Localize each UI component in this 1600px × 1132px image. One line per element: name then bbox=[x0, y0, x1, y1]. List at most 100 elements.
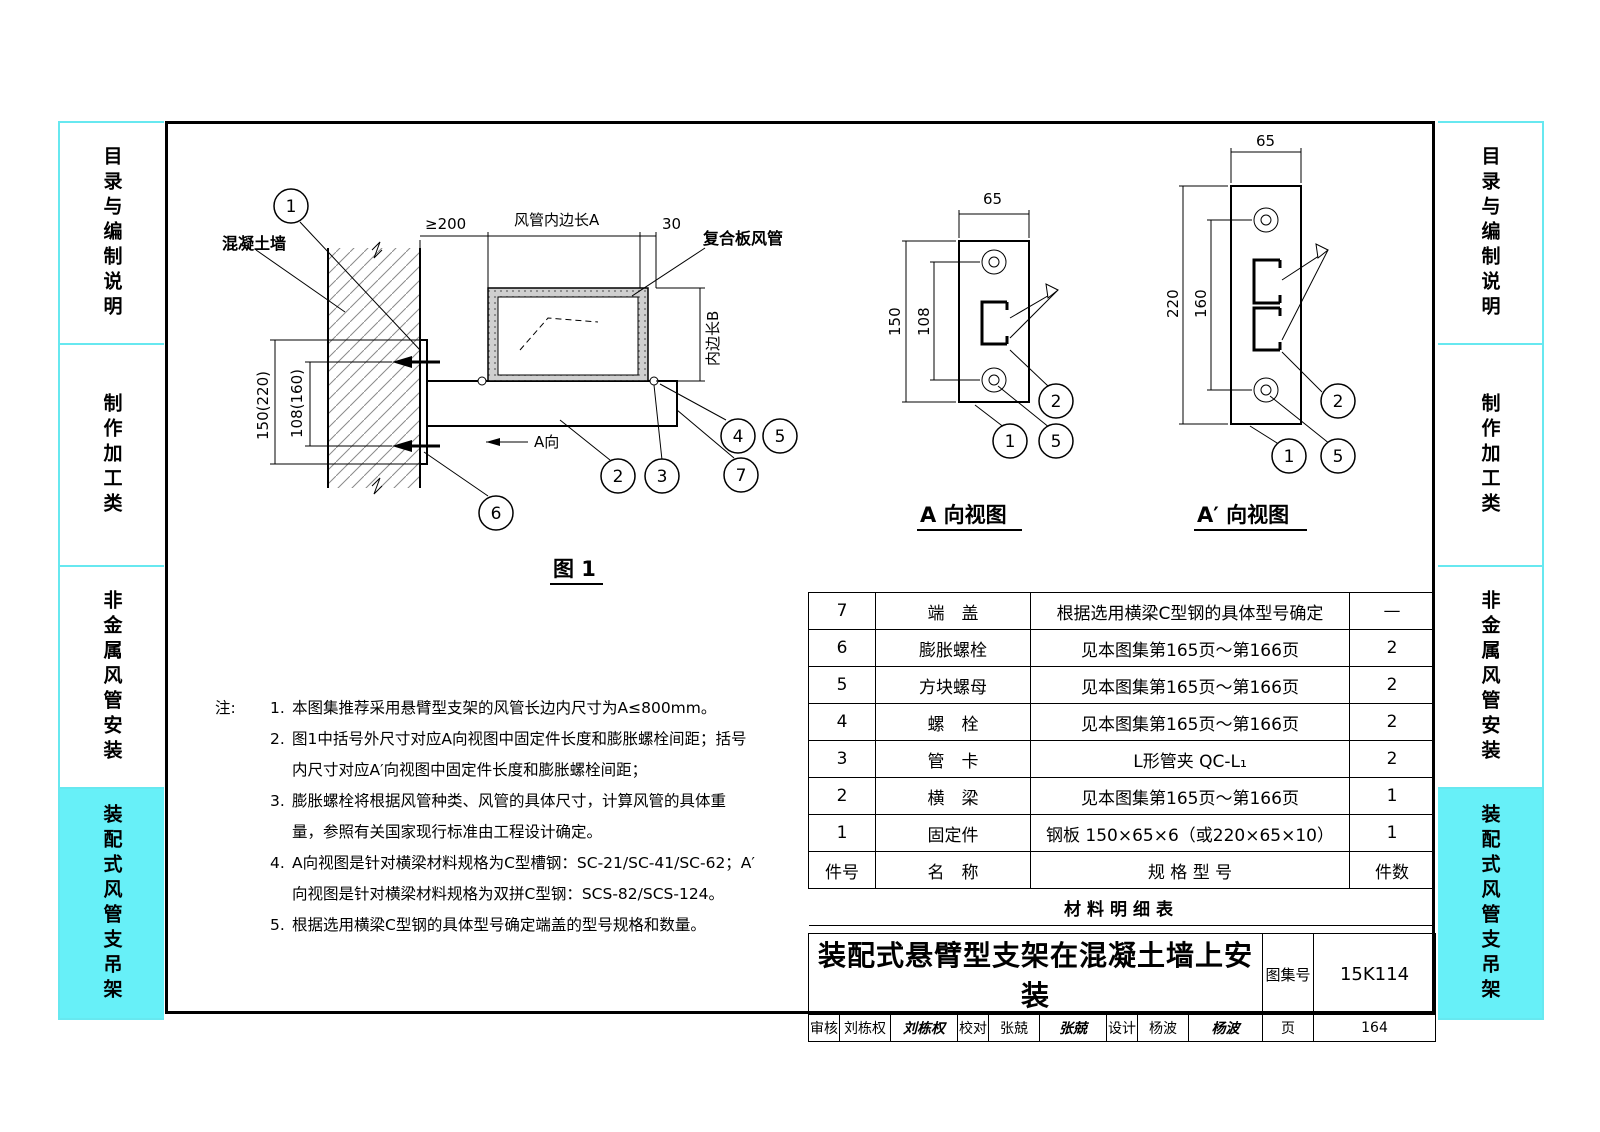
concrete-wall bbox=[328, 248, 420, 488]
tab-label: 制作加工类 bbox=[100, 392, 123, 518]
dim-inner-a: 风管内边长A bbox=[514, 211, 600, 229]
svg-text:2: 2 bbox=[613, 467, 624, 487]
view-a-prime-h1: 220 bbox=[1164, 289, 1182, 318]
balloon-5 bbox=[762, 418, 798, 454]
arrow-a-label: A向 bbox=[534, 433, 559, 451]
view-a: 65 150 108 1 2 5 A 向视图 bbox=[886, 190, 1074, 531]
drawing-title: 装配式悬臂型支架在混凝土墙上安装 bbox=[808, 933, 1263, 1015]
sidebar-left: 目录与编制说明 制作加工类 非金属风管安装 装配式风管支吊架 bbox=[58, 121, 164, 1020]
balloon-1 bbox=[992, 423, 1028, 459]
reviewer-signature: 刘栋权 bbox=[890, 1014, 958, 1042]
tab-label: 非金属风管安装 bbox=[100, 589, 123, 765]
balloon-2 bbox=[1320, 383, 1356, 419]
view-a-prime-title: A′ 向视图 bbox=[1197, 503, 1289, 527]
tab-label: 非金属风管安装 bbox=[1478, 589, 1501, 765]
svg-text:6: 6 bbox=[491, 504, 502, 524]
balloon-2 bbox=[600, 458, 636, 494]
sidebar-right: 目录与编制说明 制作加工类 非金属风管安装 装配式风管支吊架 bbox=[1438, 121, 1544, 1020]
dim-gap30: 30 bbox=[662, 215, 681, 233]
tab-nonmetal-duct[interactable]: 非金属风管安装 bbox=[60, 567, 164, 789]
tab-label: 装配式风管支吊架 bbox=[1478, 803, 1501, 1004]
checker-name: 张兢 bbox=[988, 1014, 1040, 1042]
tab-fabrication[interactable]: 制作加工类 bbox=[60, 345, 164, 567]
svg-text:3: 3 bbox=[657, 467, 668, 487]
view-a-prime-h2: 160 bbox=[1192, 289, 1210, 318]
c-channel-a bbox=[980, 300, 1009, 346]
dim-h-inner: 108(160) bbox=[288, 369, 306, 438]
view-a-h2: 108 bbox=[915, 307, 933, 336]
figure-1: ≥200 风管内边长A 30 内边长B 150(220) 108(160) 混凝… bbox=[222, 188, 798, 585]
balloon-4 bbox=[720, 418, 756, 454]
c-channel-a-prime-lower bbox=[1252, 306, 1282, 352]
balloon-7 bbox=[723, 457, 759, 493]
svg-text:1: 1 bbox=[1005, 432, 1016, 452]
duct-label: 复合板风管 bbox=[702, 229, 783, 248]
table-caption: 材料明细表 bbox=[808, 888, 1435, 926]
svg-text:2: 2 bbox=[1333, 392, 1344, 412]
svg-text:5: 5 bbox=[1051, 432, 1062, 452]
tab-nonmetal-duct[interactable]: 非金属风管安装 bbox=[1438, 567, 1542, 789]
svg-text:4: 4 bbox=[733, 427, 744, 447]
note-item: 注:1.本图集推荐采用悬臂型支架的风管长边内尺寸为A≤800mm。 bbox=[215, 699, 717, 717]
table-caption-row: 材料明细表 bbox=[808, 888, 1435, 926]
dim-inner-b: 内边长B bbox=[704, 311, 722, 366]
balloon-1 bbox=[273, 188, 309, 224]
wall-label: 混凝土墙 bbox=[222, 234, 286, 253]
balloons: 1 2 3 4 5 6 7 bbox=[273, 188, 798, 531]
tab-support-hanger[interactable]: 装配式风管支吊架 bbox=[1438, 789, 1542, 1018]
page-number: 164 bbox=[1313, 1014, 1436, 1042]
svg-text:5: 5 bbox=[1333, 447, 1344, 467]
tab-label: 制作加工类 bbox=[1478, 392, 1501, 518]
page-label: 页 bbox=[1262, 1014, 1314, 1042]
dim-min-gap: ≥200 bbox=[425, 215, 466, 233]
svg-text:7: 7 bbox=[736, 466, 747, 486]
tab-label: 目录与编制说明 bbox=[100, 145, 123, 321]
note-item: 4.A向视图是针对横梁材料规格为C型槽钢：SC-21/SC-41/SC-62；A… bbox=[270, 854, 755, 903]
checker-signature: 张兢 bbox=[1039, 1014, 1107, 1042]
view-a-prime: 65 220 160 1 2 5 A′ 向视图 bbox=[1164, 132, 1356, 531]
note-item: 5.根据选用横梁C型钢的具体型号确定端盖的型号规格和数量。 bbox=[270, 916, 706, 934]
title-block: 装配式悬臂型支架在混凝土墙上安装 图集号 15K114 审核 刘栋权 刘栋权 校… bbox=[808, 933, 1436, 1042]
svg-text:1: 1 bbox=[1284, 447, 1295, 467]
atlas-label: 图集号 bbox=[1262, 933, 1314, 1015]
balloon-5 bbox=[1038, 423, 1074, 459]
tab-label: 目录与编制说明 bbox=[1478, 145, 1501, 321]
dimension-lines bbox=[270, 232, 705, 465]
atlas-number: 15K114 bbox=[1313, 933, 1436, 1015]
balloon-1 bbox=[1271, 438, 1307, 474]
balloon-2 bbox=[1038, 383, 1074, 419]
balloon-6 bbox=[478, 495, 514, 531]
svg-text:1: 1 bbox=[286, 197, 297, 217]
svg-text:5: 5 bbox=[775, 427, 786, 447]
view-a-prime-width: 65 bbox=[1256, 132, 1275, 150]
designer-name: 杨波 bbox=[1137, 1014, 1189, 1042]
tab-support-hanger[interactable]: 装配式风管支吊架 bbox=[60, 789, 164, 1018]
view-a-h1: 150 bbox=[886, 307, 904, 336]
view-a-title: A 向视图 bbox=[920, 503, 1007, 527]
note-item: 2.图1中括号外尺寸对应A向视图中固定件长度和膨胀螺栓间距；括号内尺寸对应A′向… bbox=[270, 730, 747, 779]
notes: 注:1.本图集推荐采用悬臂型支架的风管长边内尺寸为A≤800mm。 2.图1中括… bbox=[215, 693, 755, 941]
balloon-3 bbox=[644, 458, 680, 494]
table-header-row: 件号名 称规 格 型 号件数 bbox=[808, 851, 1435, 889]
designer-signature: 杨波 bbox=[1188, 1014, 1263, 1042]
balloon-5 bbox=[1320, 438, 1356, 474]
drawing-frame bbox=[165, 121, 1435, 1014]
tab-contents[interactable]: 目录与编制说明 bbox=[60, 123, 164, 345]
dim-h-outer: 150(220) bbox=[254, 371, 272, 440]
view-a-width: 65 bbox=[983, 190, 1002, 208]
cross-beam bbox=[426, 380, 678, 427]
tab-contents[interactable]: 目录与编制说明 bbox=[1438, 123, 1542, 345]
note-item: 3.膨胀螺栓将根据风管种类、风管的具体尺寸，计算风管的具体重量，参照有关国家现行… bbox=[270, 792, 727, 841]
figure-1-caption: 图 1 bbox=[553, 557, 596, 581]
tab-fabrication[interactable]: 制作加工类 bbox=[1438, 345, 1542, 567]
reviewer-name: 刘栋权 bbox=[839, 1014, 891, 1042]
